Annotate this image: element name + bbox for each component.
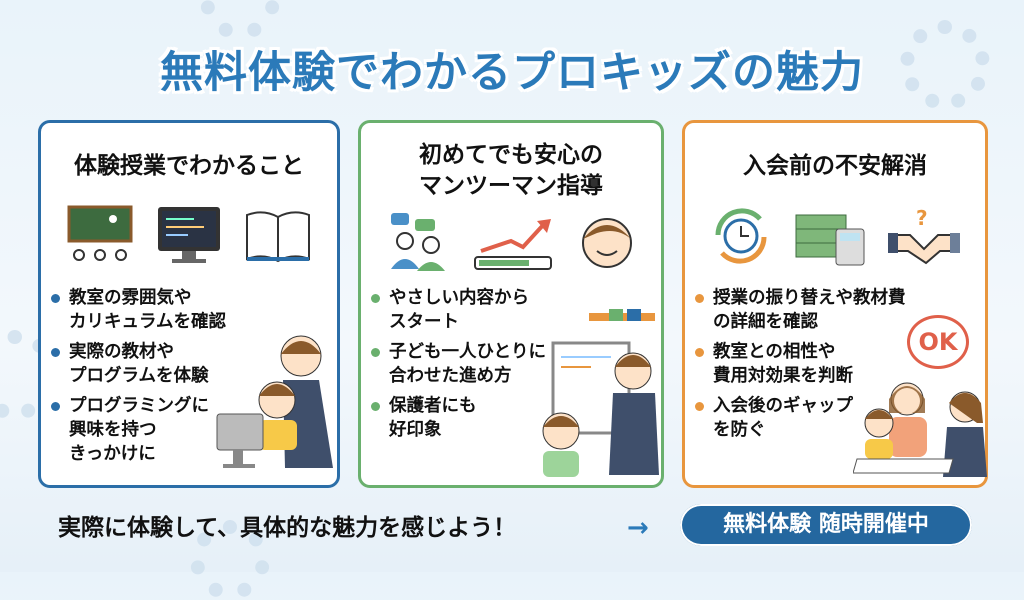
money-calculator-icon [795, 214, 865, 266]
bullet-list: 教室の雰囲気や カリキュラムを確認 実際の教材や プログラムを体験 プログラミン… [47, 286, 226, 472]
free-trial-cta-button[interactable]: 無料体験 随時開催中 [680, 504, 972, 546]
page-title: 無料体験でわかるプロキッズの魅力 [160, 48, 864, 98]
parent-child-consultation-illustration [853, 382, 987, 477]
ok-speech-bubble: OK [907, 315, 969, 369]
card-one-on-one: 初めてでも安心の マンツーマン指導 やさしい内容から スタート 子ども一人ひとり… [358, 120, 664, 488]
progress-up-icon [474, 219, 552, 270]
svg-text:?: ? [916, 206, 928, 230]
teacher-child-computer-illustration [216, 335, 333, 468]
card-heading: 初めてでも安心の マンツーマン指導 [419, 142, 603, 199]
bullet-item: 保護者にも 好印象 [367, 394, 546, 442]
people-chat-icon [391, 213, 445, 271]
bullet-item: 教室との相性や 費用対効果を判断 [691, 340, 906, 388]
bullet-item: 実際の教材や プログラムを体験 [47, 340, 226, 388]
handshake-question-icon: ? [888, 206, 960, 265]
bullet-list: やさしい内容から スタート 子ども一人ひとりに 合わせた進め方 保護者にも 好印… [367, 286, 546, 448]
clock-cycle-icon [715, 208, 767, 264]
ok-label: OK [918, 328, 958, 356]
monitor-code-icon [157, 207, 220, 263]
bullet-item: 教室の雰囲気や カリキュラムを確認 [47, 286, 226, 334]
card-heading: 体験授業でわかること [74, 153, 304, 179]
classroom-icon [67, 205, 133, 261]
bullet-item: 入会後のギャップ を防ぐ [691, 394, 906, 442]
bullet-item: プログラミングに 興味を持つ きっかけに [47, 394, 226, 466]
card-trial-lesson: 体験授業でわかること 教室の雰囲気や カリキュラムを確認 実際の教材や プログラ… [38, 120, 340, 488]
smiling-child-icon [582, 218, 632, 268]
card-pre-enrollment: 入会前の不安解消 ? 授業の振り替えや教材費 の詳細を確認 教室との相性や 費用… [682, 120, 988, 488]
book-icon [246, 211, 311, 263]
card-heading: 入会前の不安解消 [743, 153, 927, 179]
bullet-item: 授業の振り替えや教材費 の詳細を確認 [691, 286, 906, 334]
bullet-item: 子ども一人ひとりに 合わせた進め方 [367, 340, 546, 388]
footer-message: 実際に体験して、具体的な魅力を感じよう！ [58, 515, 517, 541]
teacher-whiteboard-illustration [542, 309, 659, 477]
bullet-list: 授業の振り替えや教材費 の詳細を確認 教室との相性や 費用対効果を判断 入会後の… [691, 286, 906, 448]
bullet-item: やさしい内容から スタート [367, 286, 546, 334]
arrow-right-icon: → [627, 513, 649, 543]
gear-decoration [200, 0, 280, 40]
